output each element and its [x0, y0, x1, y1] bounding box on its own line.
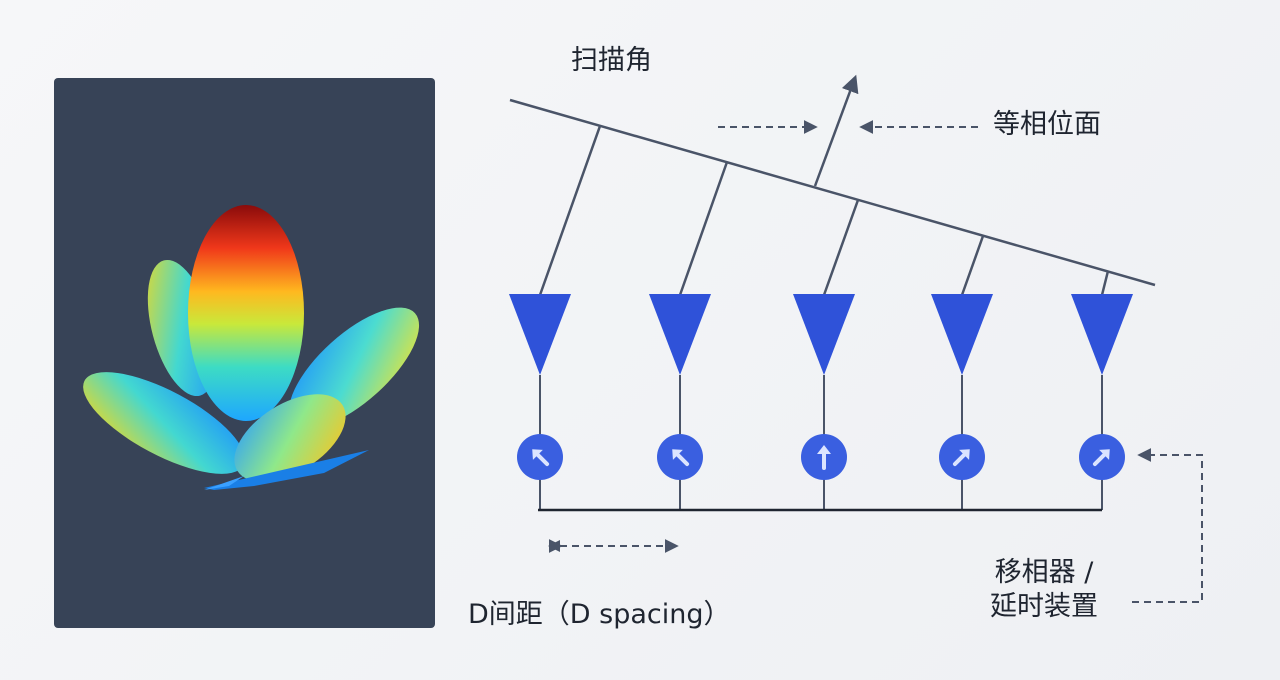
antenna-element-3	[793, 294, 855, 375]
antenna-element-2	[649, 294, 711, 375]
scan-direction-arrow	[813, 74, 859, 187]
phase-shifter-4	[939, 434, 985, 480]
shifter-callout-line	[1132, 448, 1203, 603]
phase-shifter-2	[657, 434, 703, 480]
phase-shifter-5	[1079, 434, 1125, 480]
phase-shifter-label: 移相器 / 延时装置	[974, 556, 1114, 624]
phase-shifter-label-line2: 延时装置	[990, 590, 1098, 622]
side-lobe-lower-right	[234, 394, 346, 482]
scan-angle-label: 扫描角	[571, 45, 652, 76]
spacing-label: D间距（D spacing）	[468, 599, 731, 630]
phase-shifter-label-line1: 移相器 /	[994, 557, 1094, 588]
radiation-pattern-panel	[54, 78, 435, 628]
phase-shifters	[517, 434, 1125, 480]
phase-shifter-1	[517, 434, 563, 480]
equiphase-plane-label: 等相位面	[993, 109, 1101, 140]
pattern-tail	[204, 476, 244, 490]
phase-shifter-3	[801, 434, 847, 480]
arrow-up-left-icon	[532, 449, 550, 467]
antenna-element-5	[1071, 294, 1133, 375]
antenna-elements	[509, 294, 1133, 375]
equiphase-plane-line	[509, 98, 1156, 287]
antenna-element-4	[931, 294, 993, 375]
arrow-up-icon	[817, 445, 831, 470]
main-lobe	[188, 205, 304, 421]
arrow-up-right-icon	[1092, 449, 1110, 467]
pattern-base	[204, 450, 369, 490]
radiation-pattern-3d	[83, 205, 420, 490]
side-lobe-left	[83, 372, 245, 474]
arrow-up-left-icon	[672, 449, 690, 467]
arrow-up-right-icon	[952, 449, 970, 467]
ray-lines	[538, 125, 1110, 296]
antenna-element-1	[509, 294, 571, 375]
